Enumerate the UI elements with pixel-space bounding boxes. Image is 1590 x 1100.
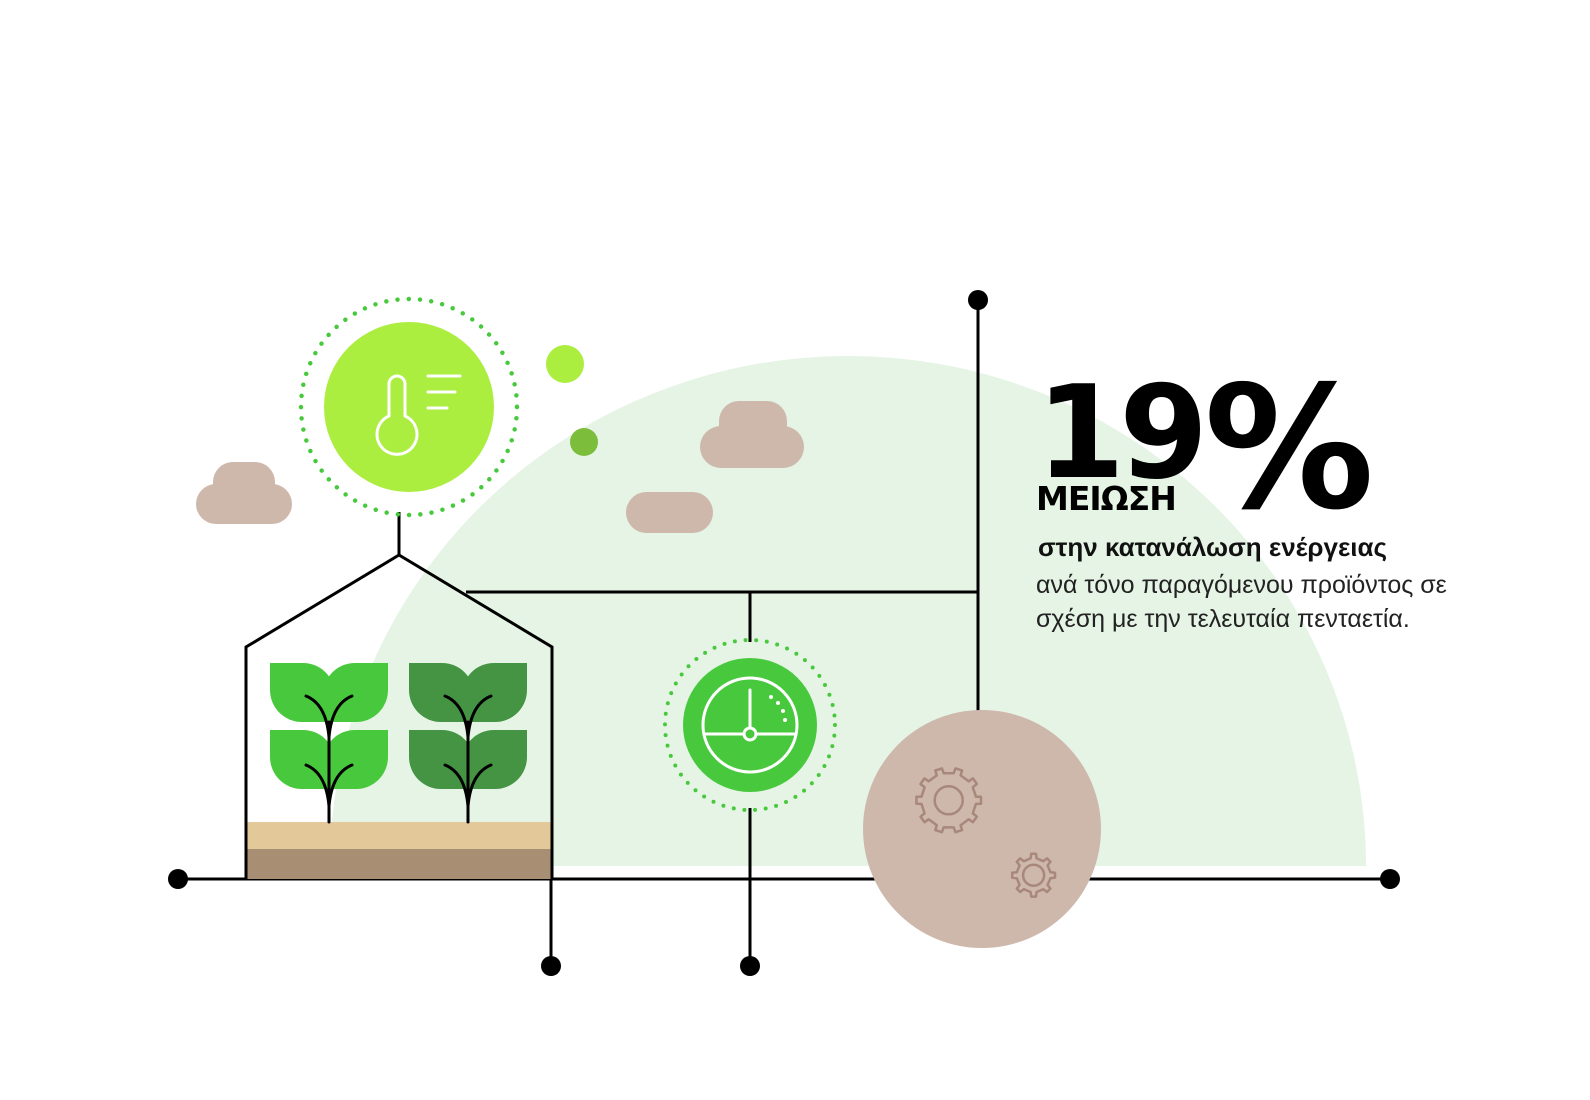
stat-percent-sign: % — [1204, 350, 1375, 548]
cloud-icon — [626, 492, 713, 533]
stat-lead-text: στην κατανάλωση ενέργειας — [1038, 532, 1388, 562]
decor-dot — [546, 345, 584, 383]
gears-icon — [915, 767, 1057, 898]
stat-description: ανά τόνο παραγόμενου προϊόντος σε σχέση … — [1036, 571, 1447, 633]
plant-icon — [270, 663, 388, 824]
cloud-icon — [700, 401, 804, 468]
gauge-icon — [701, 676, 799, 774]
gauge-badge — [663, 638, 837, 812]
gears-badge — [863, 710, 1101, 948]
thermometer-badge — [298, 296, 520, 518]
greenhouse-icon — [244, 553, 554, 879]
cloud-icon — [196, 462, 292, 524]
plant-icon — [409, 663, 527, 824]
decor-dot — [570, 428, 598, 456]
stat-headline-word: ΜΕΙΩΣΗ — [1036, 479, 1177, 518]
connector-nodes — [168, 290, 1400, 976]
stat-number: 19 — [1036, 359, 1208, 508]
stat-block: 19 % ΜΕΙΩΣΗ στην κατανάλωση ενέργειας αν… — [1036, 359, 1556, 650]
thermometer-icon — [375, 374, 462, 456]
background-dome — [330, 356, 1366, 866]
